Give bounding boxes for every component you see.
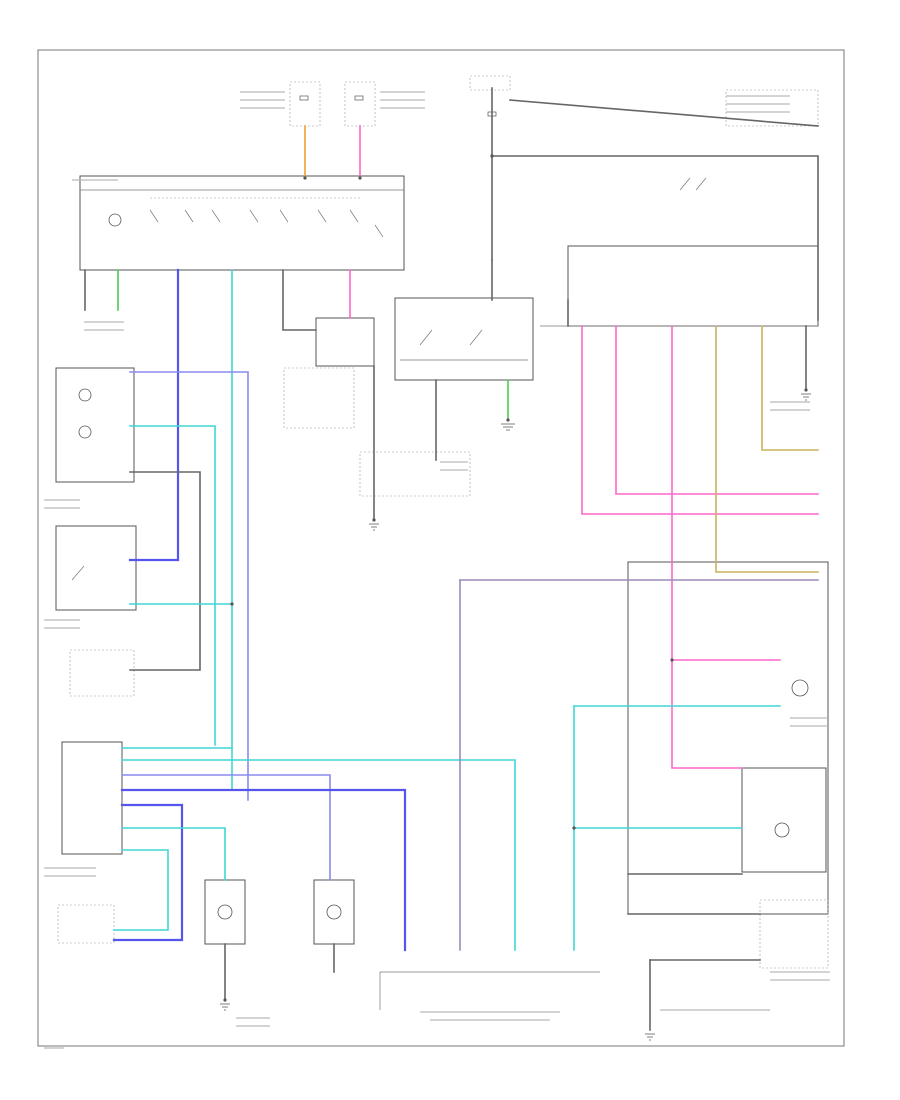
lamp-icon <box>791 679 809 697</box>
lamp-icon <box>217 904 233 920</box>
lamp-icon <box>78 425 92 439</box>
relay-box <box>315 297 534 381</box>
ground-icon <box>220 393 811 1041</box>
lamp-icon <box>326 904 342 920</box>
fuse-block-right <box>469 75 511 117</box>
page-frame <box>37 49 845 1047</box>
fuse-icon <box>354 95 364 101</box>
right-components <box>627 561 829 969</box>
switch-icon <box>71 565 85 581</box>
connector-icon <box>223 154 808 1002</box>
lamp-icon <box>774 822 790 838</box>
lamp-icon <box>108 213 122 227</box>
fuse-block-left <box>289 81 376 127</box>
fuse-icon <box>299 95 309 101</box>
switch-icon <box>419 329 433 346</box>
right-relay-block <box>540 89 819 327</box>
left-components <box>55 367 137 944</box>
headlight-switch <box>79 175 405 271</box>
label-marks <box>44 91 830 1049</box>
bottom-connector <box>379 971 600 1010</box>
bottom-lamps <box>204 879 355 945</box>
lamp-icon <box>78 388 92 402</box>
center-switch <box>283 367 471 497</box>
